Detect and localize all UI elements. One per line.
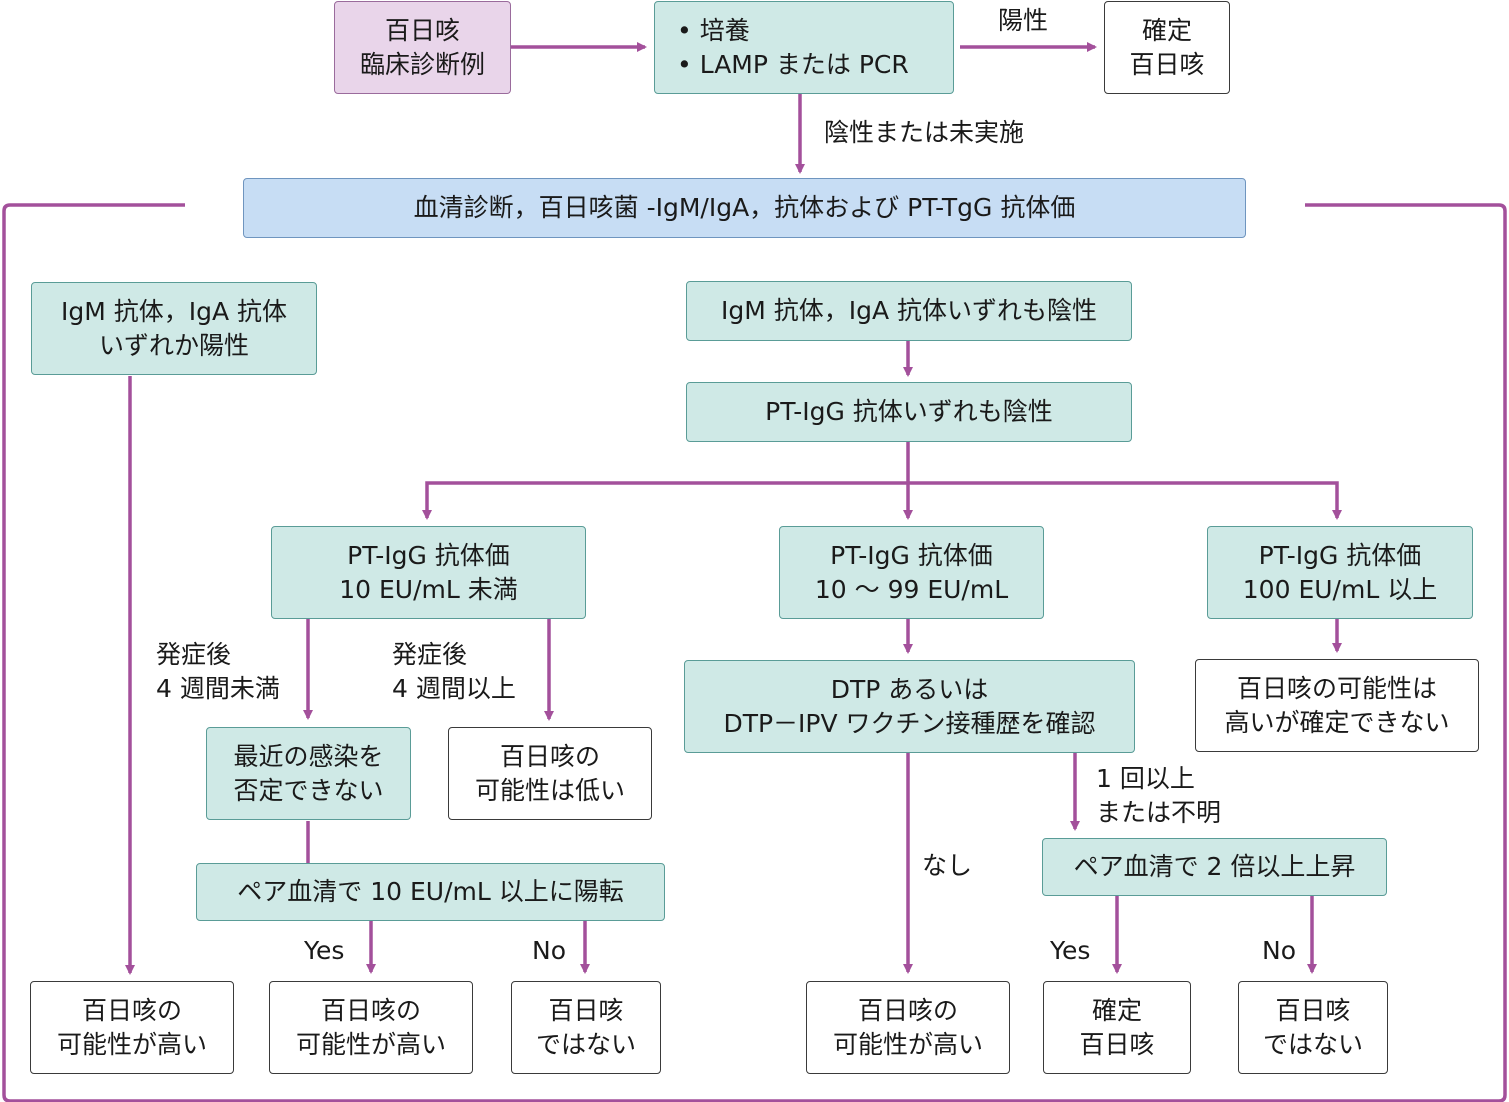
ptigg-lt10-node: PT-IgG 抗体価 10 EU/mL 未満 bbox=[271, 526, 586, 619]
serology-frame bbox=[2, 203, 1507, 1102]
ptigg-negative-node: PT-IgG 抗体いずれも陰性 bbox=[686, 382, 1132, 442]
confirmed-top-node: 確定 百日咳 bbox=[1104, 1, 1230, 94]
paired-serum-2x-node: ペア血清で 2 倍以上上昇 bbox=[1042, 838, 1387, 896]
outcome-not-pertussis-1: 百日咳 ではない bbox=[511, 981, 661, 1074]
culture-pcr-node: • 培養 • LAMP または PCR bbox=[654, 1, 954, 94]
outcome-confirmed: 確定 百日咳 bbox=[1043, 981, 1191, 1074]
edge-label-none: なし bbox=[922, 851, 973, 880]
outcome-high-possibility-3: 百日咳の 可能性が高い bbox=[806, 981, 1010, 1074]
edge-label-no-1: No bbox=[532, 936, 566, 965]
edge-label-lt4weeks: 発症後 4 週間未満 bbox=[156, 640, 280, 703]
edge-label-yes-2: Yes bbox=[1050, 936, 1091, 965]
edge-label-yes-1: Yes bbox=[304, 936, 345, 965]
start-node: 百日咳 臨床診断例 bbox=[334, 1, 511, 94]
low-possibility-node: 百日咳の 可能性は低い bbox=[448, 727, 652, 820]
edge-label-negative-or-not-done: 陰性または未実施 bbox=[824, 118, 1025, 147]
edge-label-positive: 陽性 bbox=[998, 6, 1049, 35]
ptigg-10-99-node: PT-IgG 抗体価 10 ～ 99 EU/mL bbox=[779, 526, 1044, 619]
outcome-high-possibility-1: 百日咳の 可能性が高い bbox=[30, 981, 234, 1074]
branch-right bbox=[908, 481, 1342, 520]
recent-infection-node: 最近の感染を 否定できない bbox=[206, 727, 411, 820]
outcome-high-possibility-2: 百日咳の 可能性が高い bbox=[269, 981, 473, 1074]
paired-serum-10-node: ペア血清で 10 EU/mL 以上に陽転 bbox=[196, 863, 665, 921]
igm-iga-positive-node: IgM 抗体，IgA 抗体 いずれか陽性 bbox=[31, 282, 317, 375]
ptigg-ge100-node: PT-IgG 抗体価 100 EU/mL 以上 bbox=[1207, 526, 1473, 619]
outcome-not-pertussis-2: 百日咳 ではない bbox=[1238, 981, 1388, 1074]
edge-label-once-or-unknown: 1 回以上 または不明 bbox=[1096, 764, 1222, 827]
edge-label-ge4weeks: 発症後 4 週間以上 bbox=[392, 640, 516, 703]
branch-left bbox=[422, 481, 908, 520]
serology-node: 血清診断，百日咳菌 -IgM/IgA，抗体および PT-TgG 抗体価 bbox=[243, 178, 1246, 238]
dtp-check-node: DTP あるいは DTP－IPV ワクチン接種歴を確認 bbox=[684, 660, 1135, 753]
possible-unconfirmed-node: 百日咳の可能性は 高いが確定できない bbox=[1195, 659, 1479, 752]
igm-iga-negative-node: IgM 抗体，IgA 抗体いずれも陰性 bbox=[686, 281, 1132, 341]
edge-label-no-2: No bbox=[1262, 936, 1296, 965]
